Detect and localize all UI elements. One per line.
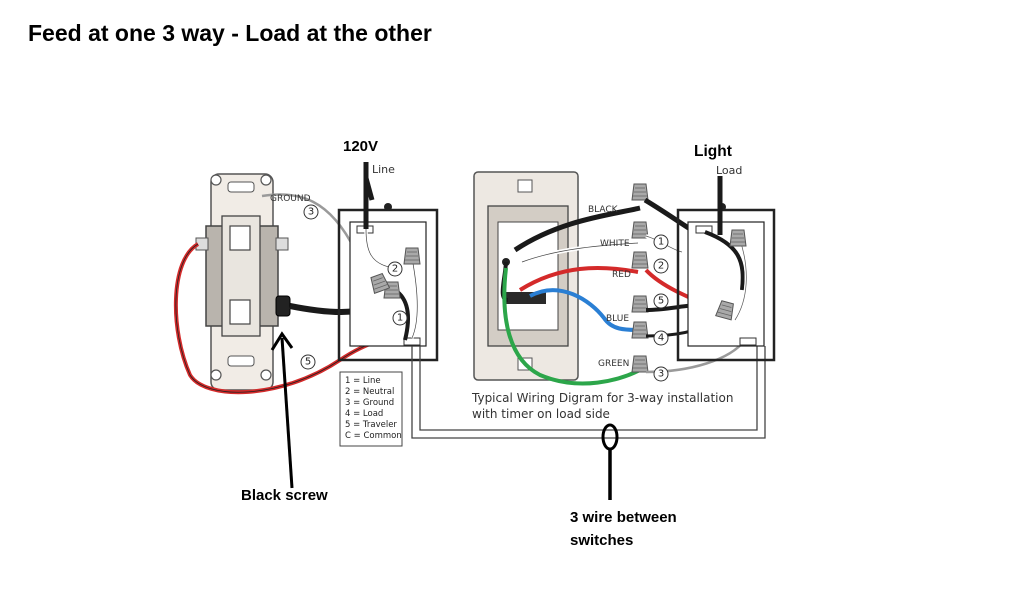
supply-voltage: 120V xyxy=(343,138,378,155)
legend-box: 1 = Line 2 = Neutral 3 = Ground 4 = Load… xyxy=(339,371,403,447)
fixture-title: Light xyxy=(694,143,732,160)
left-junction-box xyxy=(337,177,439,362)
caption-line-2: with timer on load side xyxy=(472,407,610,421)
three-wire-annotation-line-2: switches xyxy=(570,532,633,549)
caption-line-1: Typical Wiring Digram for 3-way installa… xyxy=(471,391,733,405)
fixture-load-label: Load xyxy=(716,164,742,177)
legend-item: 2 = Neutral xyxy=(345,387,394,397)
black-screw-terminal xyxy=(275,295,291,317)
right-junction-box xyxy=(676,176,776,362)
wire-label-green: GREEN xyxy=(598,359,629,369)
wire-label-white: WHITE xyxy=(600,239,630,249)
wire-label-blue: BLUE xyxy=(606,314,629,324)
svg-text:2: 2 xyxy=(658,261,664,272)
legend-item: 4 = Load xyxy=(345,409,383,419)
three-wire-annotation-line-1: 3 wire between xyxy=(570,509,677,526)
black-screw-annotation: Black screw xyxy=(241,487,328,504)
svg-text:4: 4 xyxy=(658,333,664,344)
svg-text:3: 3 xyxy=(658,369,664,380)
wire-label-black: BLACK xyxy=(588,205,619,215)
legend-item: C = Common xyxy=(345,431,402,441)
cable-marker xyxy=(601,423,619,500)
ground-label: GROUND xyxy=(270,194,311,204)
svg-text:1: 1 xyxy=(658,237,664,248)
svg-text:5: 5 xyxy=(305,357,311,368)
svg-text:5: 5 xyxy=(658,296,664,307)
supply-line-label: Line xyxy=(372,163,395,176)
wire-label-red: RED xyxy=(612,270,631,280)
svg-text:2: 2 xyxy=(392,264,398,275)
timer-switch xyxy=(473,171,579,381)
right-wire-numbers: 1 2 5 4 3 xyxy=(653,234,669,382)
left-wire-numbers: 3 2 1 5 xyxy=(300,204,408,370)
left-three-way-switch xyxy=(195,173,291,391)
cable-outline-outer xyxy=(411,346,766,439)
svg-text:3: 3 xyxy=(308,207,314,218)
diagram-title: Feed at one 3 way - Load at the other xyxy=(28,20,432,46)
legend-item: 5 = Traveler xyxy=(345,420,397,430)
legend-item: 1 = Line xyxy=(345,376,381,386)
cable-outline-inner xyxy=(419,346,758,431)
black-screw-arrow xyxy=(270,331,294,489)
svg-text:1: 1 xyxy=(397,313,403,324)
legend-item: 3 = Ground xyxy=(345,398,394,408)
